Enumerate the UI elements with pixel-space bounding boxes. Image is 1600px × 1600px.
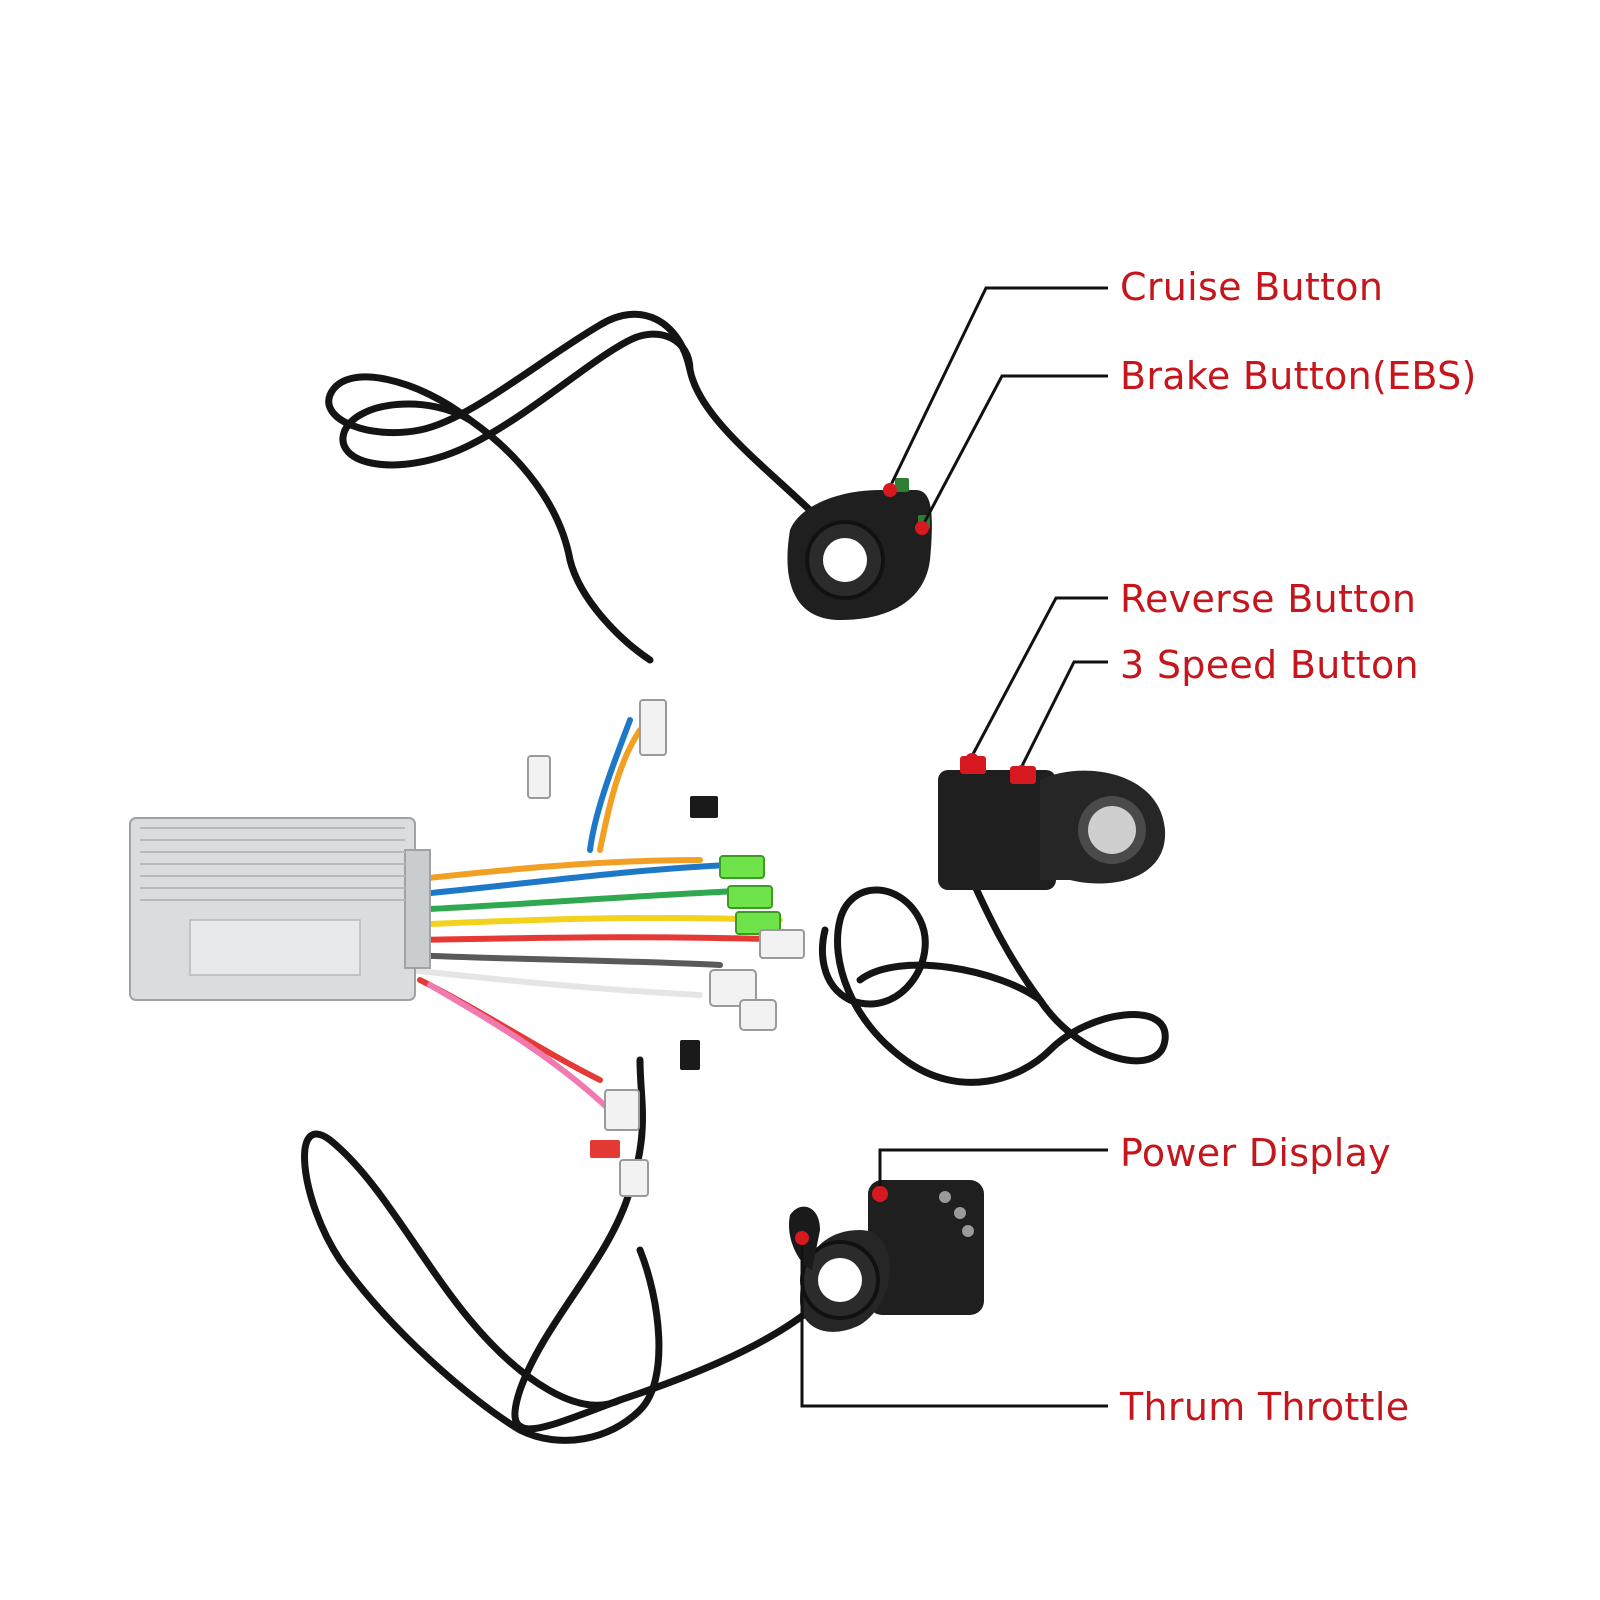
callout-power-display: Power Display bbox=[1120, 1131, 1391, 1175]
cable-throttle bbox=[301, 1056, 814, 1444]
marker-throttle bbox=[795, 1231, 809, 1245]
marker-brake bbox=[915, 521, 929, 535]
marker-reverse bbox=[965, 753, 979, 767]
callout-cruise-button: Cruise Button bbox=[1120, 265, 1384, 309]
marker-power bbox=[872, 1186, 888, 1202]
leader-brake bbox=[920, 374, 1108, 528]
leader-power bbox=[878, 1148, 1108, 1194]
cable-cruise-switch bbox=[325, 310, 824, 664]
wire-bundle bbox=[407, 717, 803, 1123]
reverse-speed-switch-icon bbox=[938, 756, 1166, 890]
cruise-brake-switch-icon bbox=[787, 478, 932, 620]
callout-brake-button: Brake Button(EBS) bbox=[1120, 354, 1477, 398]
callout-speed-button: 3 Speed Button bbox=[1120, 643, 1419, 687]
marker-speed bbox=[1015, 765, 1029, 779]
leader-reverse bbox=[970, 596, 1108, 757]
thumb-throttle-icon bbox=[789, 1180, 984, 1332]
leader-lines bbox=[800, 286, 1108, 1408]
leader-speed bbox=[1018, 660, 1108, 771]
callout-reverse-button: Reverse Button bbox=[1120, 577, 1417, 621]
motor-controller-icon bbox=[129, 817, 431, 1001]
connectors bbox=[527, 699, 805, 1197]
cable-reverse-switch bbox=[819, 871, 1169, 1086]
leader-throttle bbox=[800, 1238, 1108, 1408]
callout-thumb-throttle: Thrum Throttle bbox=[1120, 1385, 1410, 1429]
marker-cruise bbox=[883, 483, 897, 497]
marker-dots bbox=[795, 483, 1029, 1245]
leader-cruise bbox=[888, 286, 1108, 488]
